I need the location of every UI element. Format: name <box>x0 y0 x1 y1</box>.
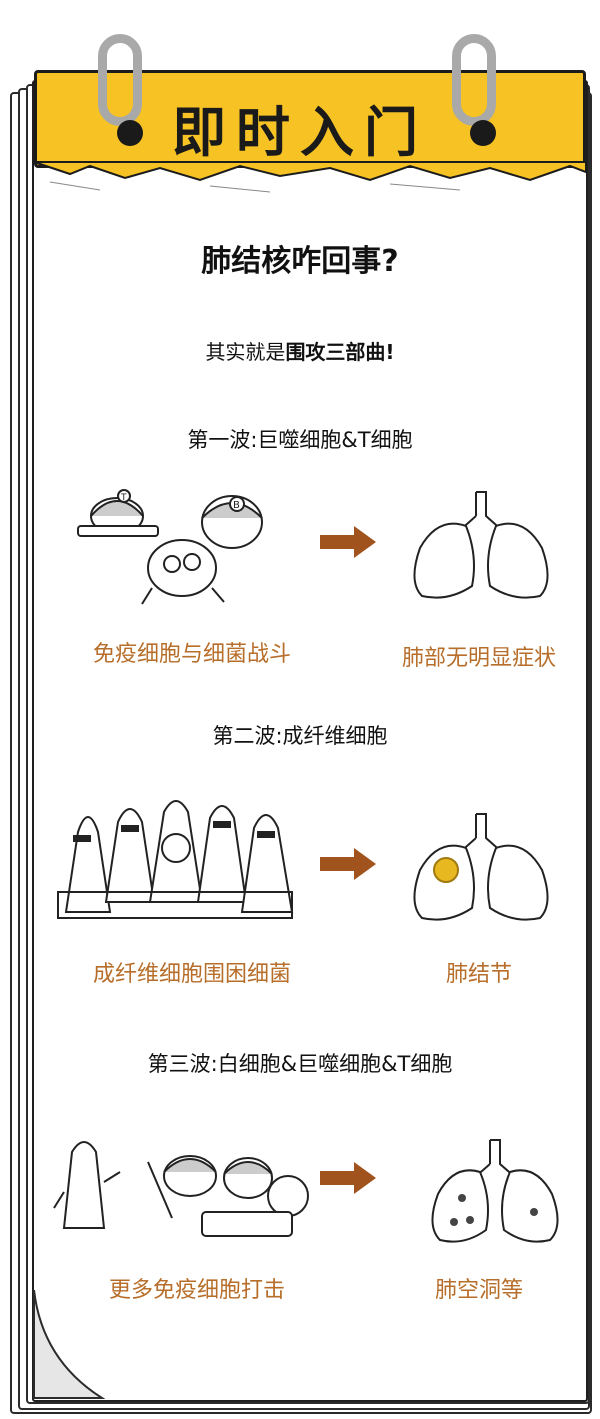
fibroblast-cells-surround-illustration <box>57 800 294 919</box>
wave-3-heading: 第三波:白细胞&巨噬细胞&T细胞 <box>147 1052 453 1076</box>
binder-hole-right <box>470 120 496 146</box>
more-immune-cells-illustration <box>53 1141 309 1237</box>
svg-text:B: B <box>233 500 240 511</box>
wave-1-left-caption: 免疫细胞与细菌战斗 <box>92 642 291 667</box>
nodule-marker <box>433 857 459 883</box>
intro-bold: 围攻三部曲! <box>285 340 395 364</box>
lungs-with-nodule-illustration <box>413 813 549 921</box>
intro-prefix: 其实就是 <box>205 340 286 364</box>
arrow-right-icon <box>320 848 376 880</box>
main-question: 肺结核咋回事? <box>201 244 399 279</box>
lungs-with-cavities-illustration <box>431 1139 559 1243</box>
torn-paper-edge <box>33 161 587 193</box>
page-curl <box>33 1290 106 1399</box>
intro-line: 其实就是围攻三部曲! <box>0 336 600 365</box>
wave-3-left-caption: 更多免疫细胞打击 <box>108 1278 285 1303</box>
wave-2-left-caption: 成纤维细胞围困细菌 <box>92 962 291 987</box>
binder-ring-right <box>452 34 496 126</box>
wave-1-heading: 第一波:巨噬细胞&T细胞 <box>187 428 413 452</box>
wave-1-right-caption: 肺部无明显症状 <box>401 646 556 671</box>
immune-cells-fighting-illustration: T B <box>77 489 263 605</box>
calendar-sheet <box>32 80 588 1402</box>
arrow-right-icon <box>320 526 376 558</box>
page-title: 即时入门 <box>172 101 428 164</box>
healthy-lungs-illustration <box>413 491 549 599</box>
wave-3-right-caption: 肺空洞等 <box>434 1278 523 1303</box>
wave-2-right-caption: 肺结节 <box>445 962 512 987</box>
binder-ring-left <box>98 34 142 126</box>
arrow-right-icon <box>320 1162 376 1194</box>
wave-2-heading: 第二波:成纤维细胞 <box>212 724 388 748</box>
binder-hole-left <box>117 120 143 146</box>
svg-text:T: T <box>120 493 127 503</box>
